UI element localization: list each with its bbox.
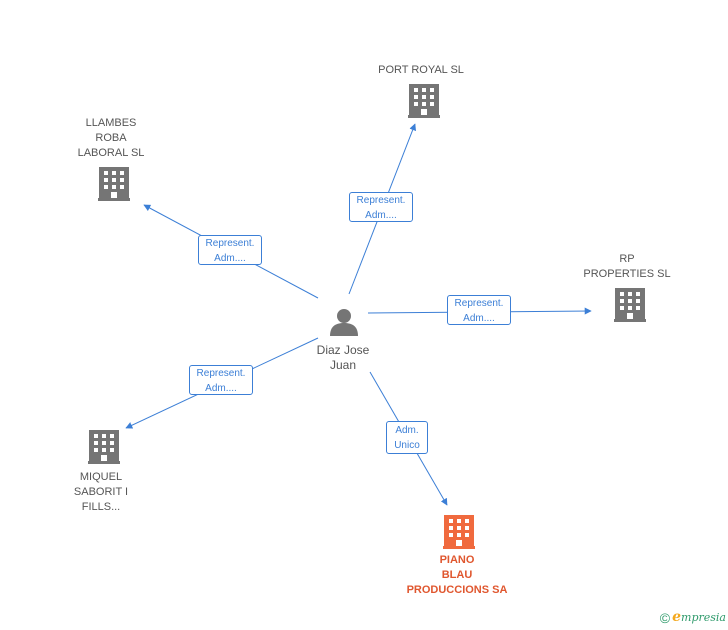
relation-box-port-royal: Represent. Adm.... [349, 192, 413, 222]
person-name-label[interactable]: Diaz Jose Juan [316, 343, 370, 372]
person-icon[interactable] [330, 309, 358, 336]
brand-footer: ©empresia [660, 609, 726, 626]
relation-box-rp: Represent. Adm.... [447, 295, 511, 325]
company-label-miquel[interactable]: MIQUEL SABORIT I FILLS... [73, 471, 129, 513]
building-icon[interactable] [98, 167, 130, 201]
copyright-icon: © [659, 610, 671, 626]
building-icon[interactable] [614, 288, 646, 322]
company-label-llambes[interactable]: LLAMBES ROBA LABORAL SL [77, 117, 145, 159]
building-icon[interactable] [88, 430, 120, 464]
brand-logo-letter: e [672, 608, 682, 625]
brand-logo-text: mpresia [681, 610, 726, 624]
company-label-port-royal[interactable]: PORT ROYAL SL [378, 64, 464, 76]
relation-box-piano: Adm. Unico [386, 421, 428, 454]
building-icon-main[interactable] [443, 515, 475, 549]
relation-box-miquel: Represent. Adm.... [189, 365, 253, 395]
building-icon[interactable] [408, 84, 440, 118]
relation-box-llambes: Represent. Adm.... [198, 235, 262, 265]
company-label-rp[interactable]: RP PROPERTIES SL [583, 253, 671, 280]
company-label-piano[interactable]: PIANO BLAU PRODUCCIONS SA [406, 554, 508, 596]
